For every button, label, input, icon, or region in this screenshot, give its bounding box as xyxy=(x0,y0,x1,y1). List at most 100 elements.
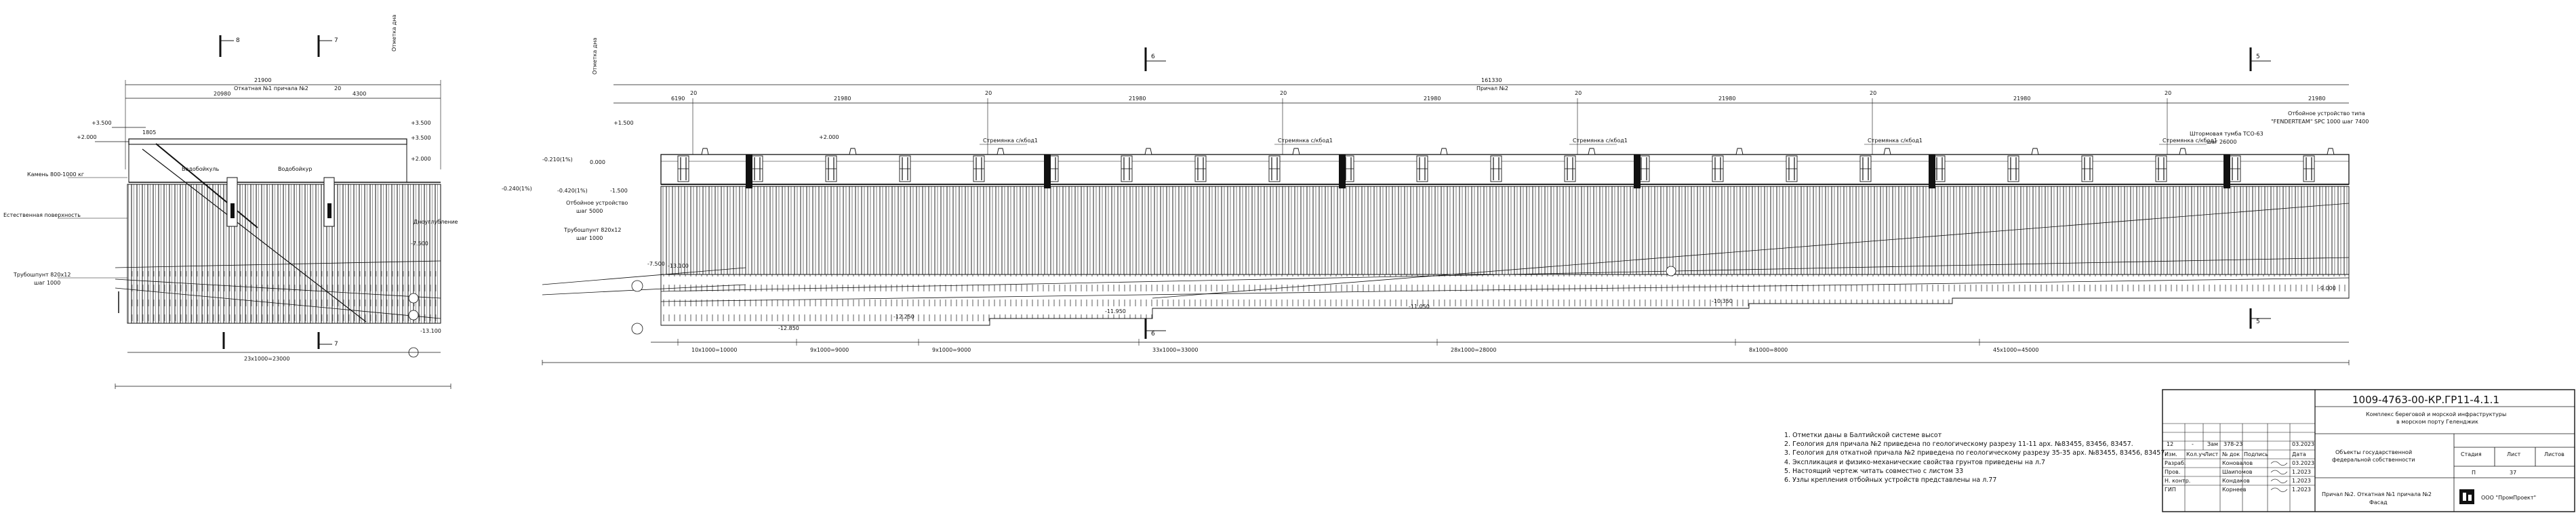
span-dim: 21980 xyxy=(1129,96,1146,102)
tb-name: Шаипомов xyxy=(2222,469,2253,475)
elev: +3.500 xyxy=(411,135,431,141)
fender-panel xyxy=(825,155,837,182)
fender-panel xyxy=(1121,155,1133,182)
section-mark-label: 5 xyxy=(2256,54,2260,60)
elev-main: -7.500 xyxy=(647,261,665,267)
joint-dim: 20 xyxy=(1870,90,1876,96)
natural-surface-label: Естественная поверхность xyxy=(3,212,81,218)
section-mark-label: 8 xyxy=(236,37,240,44)
fender-panel xyxy=(1933,155,1946,182)
bottom-dim: 9х1000=9000 xyxy=(932,347,971,353)
bottom-elev: -13.100 xyxy=(668,263,689,269)
section-mark-6: 6 xyxy=(1144,47,1166,71)
project-line1: Комплекс береговой и морской инфраструкт… xyxy=(2366,411,2506,417)
rev-doc: 378-23 xyxy=(2223,441,2242,447)
signature-mark xyxy=(2270,487,2288,493)
tb-header: Дата xyxy=(2292,451,2306,457)
dim-1805: 1805 xyxy=(142,129,156,136)
fender-step-label: шаг 5000 xyxy=(576,208,603,214)
rock-fill-label: Камень 800-1000 кг xyxy=(27,171,84,178)
span-dim: 21980 xyxy=(2308,96,2325,102)
fender-panel xyxy=(899,155,911,182)
elev-main: +1.500 xyxy=(613,120,634,126)
sheets-header: Листов xyxy=(2544,451,2564,457)
cope-note-label: Штормовая тумба ТСО-63 xyxy=(2190,131,2263,137)
total-title: Причал №2 xyxy=(1476,85,1508,91)
section-mark-6b: 6 xyxy=(1144,319,1166,339)
note-2: 2. Геология для причала №2 приведена по … xyxy=(1784,440,2133,449)
bottom-dim: 9х1000=9000 xyxy=(810,347,849,353)
pipe-pile-step-label: шаг 1000 xyxy=(34,280,60,286)
elev-bottom: -13.100 xyxy=(420,328,441,334)
tb-date: 1.2023 xyxy=(2292,487,2311,493)
notes-block: 1. Отметки даны в Балтийской системе выс… xyxy=(1784,431,2167,485)
company-name: ООО "ПромПроект" xyxy=(2481,495,2536,501)
span-dim: 6190 xyxy=(671,96,685,102)
rev-zam: Зам xyxy=(2207,441,2218,447)
tb-role: ГИП xyxy=(2165,487,2176,493)
rev-num: 12 xyxy=(2167,441,2173,447)
joint-dim: 20 xyxy=(1280,90,1287,96)
note-4: 4. Экспликация и физико-механические сво… xyxy=(1784,458,2046,466)
elev-main: +2.000 xyxy=(819,134,839,140)
bollard-icon xyxy=(1440,148,1448,155)
fender-panel xyxy=(2007,155,2019,182)
dim-20980: 20980 xyxy=(214,91,230,97)
bottom-dim: 10х1000=10000 xyxy=(691,347,737,353)
fender-panel xyxy=(1268,155,1281,182)
total-dimension: 161330 xyxy=(1481,77,1502,83)
tb-header: Кол.уч xyxy=(2186,451,2205,457)
elev: +2.000 xyxy=(411,156,431,162)
dim-21900: 21900 xyxy=(254,77,271,83)
depth-top-main: Отметка дна xyxy=(592,37,598,75)
joint-dim: 20 xyxy=(2165,90,2171,96)
tb-header: Лист xyxy=(2205,451,2219,457)
tb-header: Подпись xyxy=(2244,451,2268,457)
tb-date: 03.2023 xyxy=(2292,460,2314,466)
fender-panel xyxy=(1416,155,1428,182)
span-dim: 21980 xyxy=(834,96,851,102)
doc-code: 1009-4763-00-КР.ГР11-4.1.1 xyxy=(2352,394,2499,406)
bollard-icon xyxy=(1735,148,1744,155)
elev-dredge: -7.500 xyxy=(411,241,428,247)
tb-name: Корнеев xyxy=(2222,487,2247,493)
bottom-elev: -10.350 xyxy=(1712,298,1733,304)
bollard-label: Стремянка с/кбод1 xyxy=(1868,138,1923,144)
note-3: 3. Геология для откатной причала №2 прив… xyxy=(1784,449,2167,457)
elev: +3.500 xyxy=(411,120,431,126)
section-mark-label: 6 xyxy=(1151,54,1155,60)
signature-mark xyxy=(2270,478,2288,484)
fender-panel xyxy=(2155,155,2167,182)
main-view: 6 5 Отметка дна 161330 Причал №2 6190 219… xyxy=(502,37,2369,365)
section-mark-5: 5 xyxy=(2249,47,2271,71)
joint-dim: 20 xyxy=(985,90,992,96)
expansion-joint xyxy=(746,155,752,188)
bottom-dim: 33х1000=33000 xyxy=(1152,347,1198,353)
elev: +3.500 xyxy=(92,120,112,126)
sheet-title-line2: Фасад xyxy=(2369,499,2388,506)
tb-role: Н. контр. xyxy=(2165,478,2190,484)
expansion-joint xyxy=(2223,155,2230,188)
bottom-dim: 45х1000=45000 xyxy=(1993,347,2038,353)
tb-role: Пров. xyxy=(2165,469,2180,475)
tb-date: 1.2023 xyxy=(2292,478,2311,484)
elev-main: 0.000 xyxy=(590,159,605,165)
bottom-elev: -12.850 xyxy=(778,325,799,331)
dim-20: 20 xyxy=(334,85,341,91)
elev: +2.000 xyxy=(77,134,97,140)
fender-panel xyxy=(677,155,689,182)
tb-role: Разраб. xyxy=(2165,460,2186,466)
depth-top-label: Отметка дна xyxy=(391,14,397,52)
section-mark-label: 6 xyxy=(1151,331,1155,337)
section-mark-label: 5 xyxy=(2256,319,2260,325)
bollard-icon xyxy=(1883,148,1891,155)
tb-name: Коновалов xyxy=(2222,460,2253,466)
signature-mark xyxy=(2270,470,2288,475)
rev-date: 03.2023 xyxy=(2292,441,2314,447)
anchor-right-label: Водобойкур xyxy=(278,166,312,172)
bottom-dim: 8х1000=8000 xyxy=(1749,347,1788,353)
fender-panel xyxy=(2081,155,2093,182)
fender-panel xyxy=(1786,155,1798,182)
sheet-title-line1: Причал №2. Откатная №1 причала №2 xyxy=(2322,491,2432,497)
